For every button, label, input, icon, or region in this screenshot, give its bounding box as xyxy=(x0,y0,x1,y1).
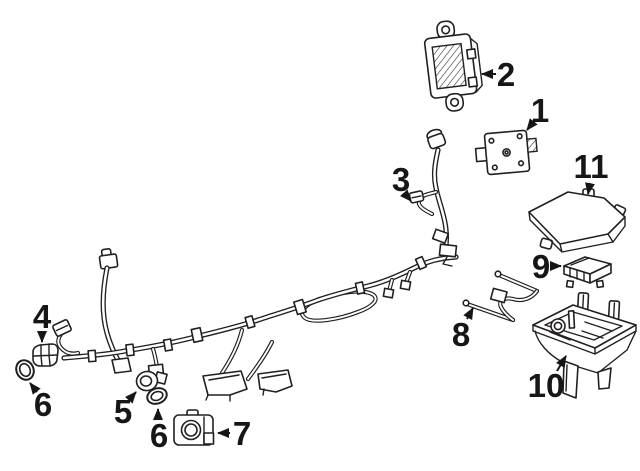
part-2-window xyxy=(431,42,467,90)
part-8-tip-a xyxy=(494,270,502,278)
callout-6b: 6 xyxy=(150,408,168,454)
part-2-clip-lower xyxy=(467,76,479,88)
callout-7-label: 7 xyxy=(233,415,251,452)
callout-1: 1 xyxy=(526,92,549,131)
callout-4: 4 xyxy=(33,298,52,343)
part-2-bottom-hole xyxy=(449,97,460,107)
callout-5: 5 xyxy=(114,391,137,430)
callout-7: 7 xyxy=(217,415,251,452)
callout-2-label: 2 xyxy=(497,56,515,93)
callout-10: 10 xyxy=(528,355,567,404)
callout-5-label: 5 xyxy=(114,393,132,430)
part-7-camera xyxy=(173,409,215,446)
harness-left-end xyxy=(52,319,81,356)
part-10-pin xyxy=(567,310,576,329)
part-11-tab-left xyxy=(539,237,554,250)
part-2-clip-upper xyxy=(465,48,477,60)
callout-1-arrow xyxy=(526,118,538,131)
part-11-cover xyxy=(528,188,627,253)
part-2-bracket-module xyxy=(423,20,483,112)
harness-right-junction xyxy=(431,228,458,267)
harness-clips xyxy=(87,255,428,363)
harness-bracket-b xyxy=(257,369,293,393)
callout-9: 9 xyxy=(532,248,562,285)
callout-11-label: 11 xyxy=(574,148,609,185)
branch-end-clip xyxy=(111,357,132,374)
part-2-side-edge xyxy=(469,37,483,93)
callout-8: 8 xyxy=(452,307,474,353)
callout-8-label: 8 xyxy=(452,316,470,353)
part-10-inner-rim xyxy=(544,311,623,341)
part-9-side xyxy=(589,263,612,284)
callout-6a-label: 6 xyxy=(34,386,52,423)
part-5-dome xyxy=(139,375,153,387)
part-10-foot-b xyxy=(597,367,612,390)
callout-9-label: 9 xyxy=(532,248,550,285)
harness-lower-branch xyxy=(202,327,293,402)
part-3-cable xyxy=(408,128,449,257)
callout-4-label: 4 xyxy=(33,298,52,335)
part-6-grommet-right xyxy=(146,387,168,405)
part-8-connector xyxy=(489,287,508,304)
callout-6a: 6 xyxy=(29,382,52,423)
part-4-sensor xyxy=(32,343,59,367)
part-1-side-block xyxy=(526,137,538,153)
part-10-body xyxy=(534,330,637,374)
callout-11: 11 xyxy=(574,148,609,195)
callout-3-arrow xyxy=(399,189,412,202)
part-11-top-face xyxy=(528,191,626,245)
part-5-sensor xyxy=(135,370,168,392)
harness-trunk xyxy=(61,254,459,361)
callout-3: 3 xyxy=(392,161,412,202)
callout-10-label: 10 xyxy=(528,367,565,404)
part-10-foot-a xyxy=(562,360,579,399)
harness-bracket-a xyxy=(202,370,248,396)
callout-3-label: 3 xyxy=(392,161,410,198)
part-1-control-module xyxy=(474,129,538,176)
part-11-thickness xyxy=(528,211,626,253)
part-6-grommet-left xyxy=(15,359,35,381)
callout-1-label: 1 xyxy=(531,92,549,129)
callout-8-arrow xyxy=(463,307,474,321)
part-10-tray xyxy=(532,292,637,399)
part-8-jumper-wire xyxy=(462,270,540,323)
callout-5-arrow xyxy=(124,391,137,404)
part-2-top-hole xyxy=(441,25,451,35)
part-3-connector xyxy=(427,132,447,150)
callout-10-arrow xyxy=(556,355,567,372)
callout-11-arrow xyxy=(585,182,595,195)
callout-2: 2 xyxy=(481,56,515,93)
callout-6b-label: 6 xyxy=(150,417,168,454)
part-8-tip-b xyxy=(462,299,470,307)
part-9-module xyxy=(563,256,612,289)
callout-6a-arrow xyxy=(29,382,41,395)
